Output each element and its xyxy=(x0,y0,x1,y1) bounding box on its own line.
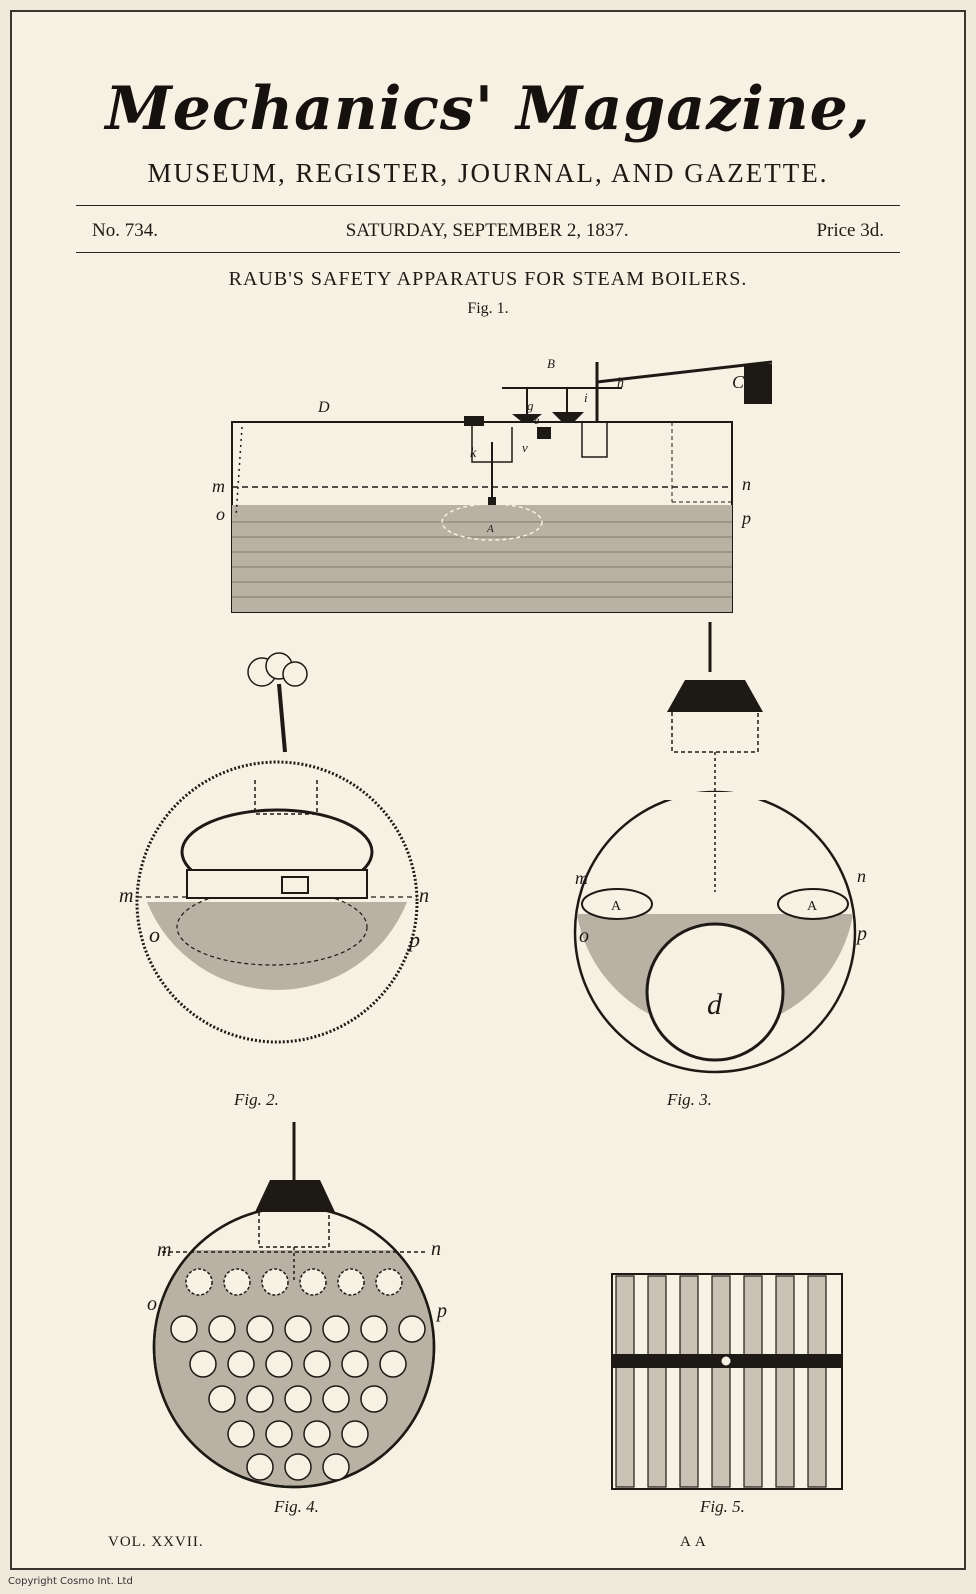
fig1-letter-g: g xyxy=(527,398,534,413)
fig1-letter-C: C xyxy=(732,372,745,392)
bottom-rule xyxy=(76,252,900,253)
fig3-letter-n: n xyxy=(857,866,866,886)
fig2-letter-o: o xyxy=(149,922,160,947)
fig5-caption: Fig. 5. xyxy=(700,1497,745,1516)
signature-mark: A A xyxy=(680,1534,707,1550)
fig1-letter-o: o xyxy=(216,504,225,524)
fig1-letter-h: h xyxy=(617,376,624,391)
fig4-letter-m: m xyxy=(157,1239,171,1261)
volume-number: VOL. XXVII. xyxy=(108,1534,204,1550)
fig1-letter-n: n xyxy=(742,474,751,494)
fig3-letter-d: d xyxy=(707,988,723,1021)
fig1-letter-e: e xyxy=(534,413,540,427)
issue-date: SATURDAY, SEPTEMBER 2, 1837. xyxy=(345,220,629,241)
fig4-letter-o: o xyxy=(147,1293,157,1315)
fig3-boiler-cross-section: m n o p A A d xyxy=(573,622,867,1074)
fig1-letter-k: k xyxy=(470,446,477,461)
fig1-letter-B: B xyxy=(547,356,555,371)
fig1-letter-i: i xyxy=(584,390,588,405)
fig2-letter-p: p xyxy=(407,927,420,952)
fig3-letter-A2: A xyxy=(807,899,818,914)
issue-line: No. 734. SATURDAY, SEPTEMBER 2, 1837. Pr… xyxy=(92,220,884,242)
fig3-letter-A1: A xyxy=(611,899,622,914)
masthead-title: Mechanics' Magazine, xyxy=(105,74,871,144)
fig2-boiler-cross-section: m n o p xyxy=(119,652,429,1044)
article-title: RAUB'S SAFETY APPARATUS FOR STEAM BOILER… xyxy=(228,268,748,290)
fig1-letter-D: D xyxy=(317,399,330,416)
masthead-subtitle: MUSEUM, REGISTER, JOURNAL, AND GAZETTE. xyxy=(147,158,829,188)
fig3-letter-o: o xyxy=(579,925,589,947)
issue-number: No. 734. xyxy=(92,220,158,241)
fig4-letter-n: n xyxy=(431,1238,441,1260)
fig4-letter-p: p xyxy=(435,1300,447,1322)
copyright-notice: Copyright Cosmo Int. Ltd xyxy=(8,1576,133,1587)
fig4-caption: Fig. 4. xyxy=(274,1497,319,1516)
fig3-caption: Fig. 3. xyxy=(667,1090,712,1109)
fig1-letter-m: m xyxy=(212,476,225,496)
fig2-caption: Fig. 2. xyxy=(234,1090,279,1109)
fig3-letter-p: p xyxy=(855,923,867,945)
fig3-letter-m: m xyxy=(575,868,588,888)
top-rule xyxy=(76,205,900,206)
fig1-boiler-section: D B h C g e i k v m n o p A xyxy=(212,356,773,613)
fig1-letter-v: v xyxy=(522,440,528,455)
fig1-letter-p: p xyxy=(740,508,751,528)
fig2-letter-m: m xyxy=(119,885,133,907)
issue-price: Price 3d. xyxy=(816,220,884,241)
fig1-label: Fig. 1. xyxy=(467,300,509,317)
magazine-page: Mechanics' Magazine, MUSEUM, REGISTER, J… xyxy=(10,10,966,1570)
fig5-tube-section xyxy=(611,1273,843,1490)
fig4-boiler-tubes-section: m n o p xyxy=(147,1122,447,1489)
fig1-letter-A: A xyxy=(486,523,494,535)
fig2-letter-n: n xyxy=(419,885,429,907)
